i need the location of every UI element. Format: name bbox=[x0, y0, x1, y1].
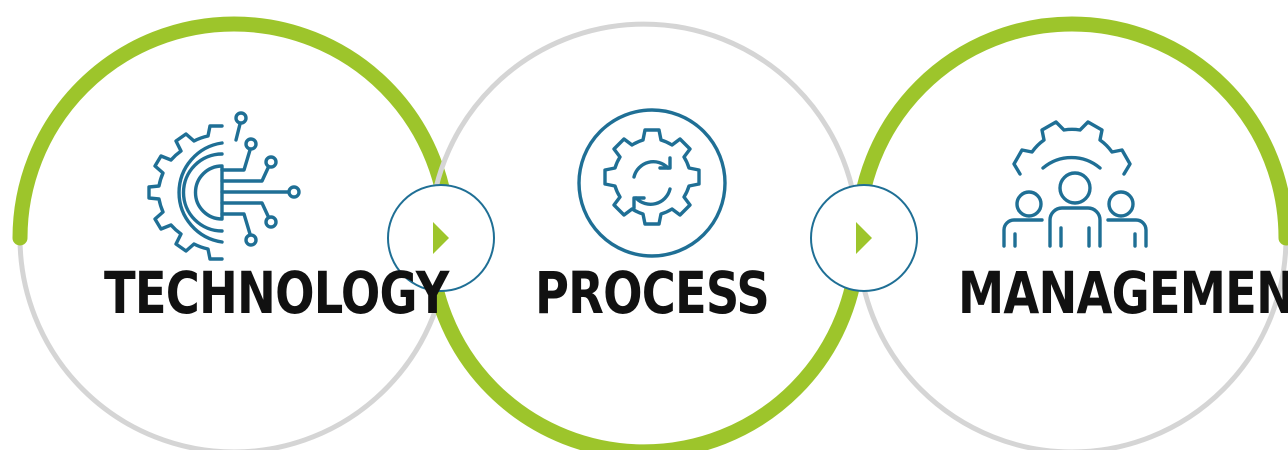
stage-label-management: MANAGEMENT bbox=[958, 259, 1288, 327]
chevron-right-icon bbox=[433, 222, 449, 254]
chevron-right-icon bbox=[856, 222, 872, 254]
connector-2 bbox=[810, 184, 918, 292]
stage-ring-technology bbox=[12, 16, 456, 454]
team-gear-icon bbox=[1002, 120, 1148, 248]
stage-label-technology: TECHNOLOGY bbox=[104, 259, 449, 327]
gear-refresh-icon bbox=[577, 108, 727, 258]
stage-ring-management bbox=[850, 16, 1288, 454]
connector-1 bbox=[387, 184, 495, 292]
circuit-gear-icon bbox=[147, 111, 301, 261]
stage-label-process: PROCESS bbox=[534, 259, 770, 327]
